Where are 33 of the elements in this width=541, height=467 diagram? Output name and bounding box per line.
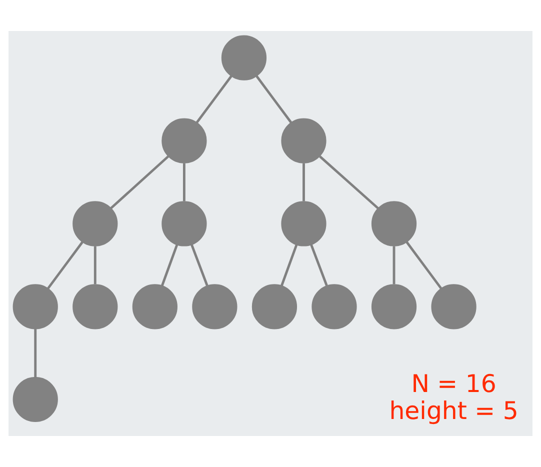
node-circle <box>252 284 298 330</box>
node-circle <box>371 284 417 330</box>
node-circle <box>12 284 58 330</box>
label: height = 5 <box>389 396 518 425</box>
connector <box>160 244 178 286</box>
node-circle <box>431 284 476 330</box>
node-circle <box>162 118 207 164</box>
node-circle <box>221 35 267 80</box>
node-circle <box>281 118 326 164</box>
connector <box>319 156 379 210</box>
node-circle <box>371 201 417 246</box>
connector <box>302 163 305 202</box>
node-circle <box>12 376 58 422</box>
connector <box>310 244 328 286</box>
connector <box>182 163 186 202</box>
connector <box>34 328 37 378</box>
node-circle <box>72 284 118 330</box>
node-circle <box>132 284 178 330</box>
connector <box>280 244 298 286</box>
connector <box>196 75 232 124</box>
node-circle <box>162 201 207 246</box>
node-circle <box>281 201 326 246</box>
node-circle <box>192 284 238 330</box>
label: N = 16 <box>411 369 496 398</box>
connector <box>406 241 442 290</box>
node-circle <box>72 201 118 246</box>
connector <box>190 244 208 286</box>
connector <box>110 156 170 210</box>
connector <box>256 75 292 124</box>
connector <box>94 246 96 284</box>
connector <box>47 241 84 290</box>
connector <box>392 246 396 284</box>
node-circle <box>312 284 357 330</box>
